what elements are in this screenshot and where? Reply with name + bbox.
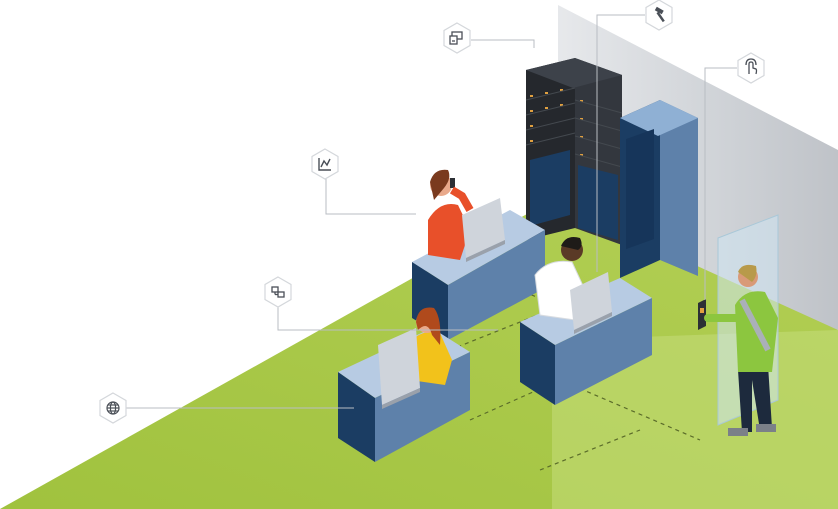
touch-badge[interactable] — [737, 52, 765, 84]
callout-lines — [126, 14, 737, 409]
link-badge[interactable] — [264, 276, 292, 308]
hammer-badge[interactable] — [645, 0, 673, 31]
visitor — [704, 264, 778, 436]
devices-icon — [449, 31, 463, 45]
globe-badge[interactable] — [99, 392, 127, 424]
chart-icon — [318, 158, 331, 171]
touch-icon — [745, 58, 758, 75]
globe-icon — [106, 401, 120, 415]
worker-front — [378, 307, 452, 409]
access-reader — [698, 299, 706, 330]
hammer-icon — [654, 6, 665, 23]
server-rack — [525, 58, 698, 278]
link-icon — [271, 286, 285, 298]
chart-badge[interactable] — [311, 148, 339, 180]
worker-center — [534, 237, 612, 334]
worker-phone — [428, 169, 474, 260]
monitor-back — [462, 198, 505, 262]
devices-badge[interactable] — [443, 22, 471, 54]
